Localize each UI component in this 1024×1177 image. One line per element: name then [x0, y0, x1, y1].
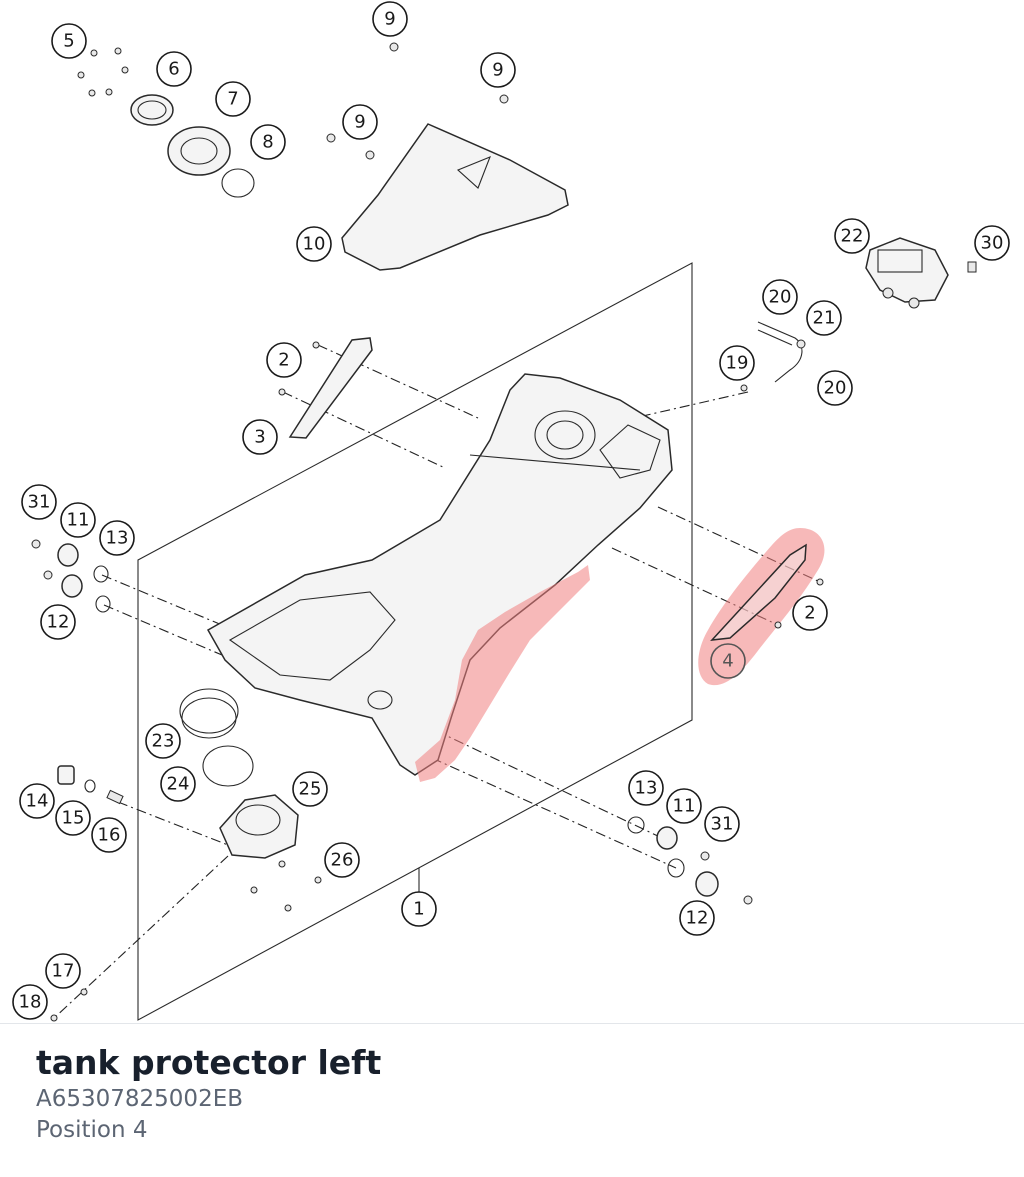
svg-text:23: 23 [152, 731, 175, 752]
callout-4[interactable]: 4 [710, 643, 746, 679]
svg-text:9: 9 [492, 60, 503, 81]
svg-text:18: 18 [19, 992, 42, 1013]
svg-text:25: 25 [299, 779, 322, 800]
callout-13[interactable]: 13 [628, 770, 664, 806]
callout-1[interactable]: 1 [401, 891, 437, 927]
svg-text:22: 22 [841, 226, 864, 247]
grommets-right [627, 816, 753, 905]
svg-text:9: 9 [384, 9, 395, 30]
callout-17[interactable]: 17 [45, 953, 81, 989]
callout-3[interactable]: 3 [242, 419, 278, 455]
svg-text:19: 19 [726, 353, 749, 374]
svg-text:17: 17 [52, 961, 75, 982]
clip-parts-17-18 [50, 988, 88, 1022]
svg-text:10: 10 [303, 234, 326, 255]
callout-12[interactable]: 12 [679, 900, 715, 936]
callout-30[interactable]: 30 [974, 225, 1010, 261]
svg-text:8: 8 [262, 132, 273, 153]
callout-9[interactable]: 9 [480, 52, 516, 88]
callout-24[interactable]: 24 [160, 766, 196, 802]
callout-7[interactable]: 7 [215, 81, 251, 117]
fuel-pump-flange [219, 794, 322, 912]
svg-text:26: 26 [331, 850, 354, 871]
sensor-housing [865, 237, 977, 309]
svg-text:13: 13 [635, 778, 658, 799]
callout-15[interactable]: 15 [55, 800, 91, 836]
gasket-rings [179, 688, 254, 787]
svg-text:12: 12 [47, 612, 70, 633]
fuel-cap-parts [77, 42, 509, 198]
svg-text:2: 2 [278, 350, 289, 371]
callout-25[interactable]: 25 [292, 771, 328, 807]
part-position: Position 4 [36, 1117, 148, 1143]
svg-text:9: 9 [354, 112, 365, 133]
callout-10[interactable]: 10 [296, 226, 332, 262]
svg-text:14: 14 [26, 791, 49, 812]
svg-text:6: 6 [168, 59, 179, 80]
callout-14[interactable]: 14 [19, 783, 55, 819]
callout-12[interactable]: 12 [40, 604, 76, 640]
svg-text:3: 3 [254, 427, 265, 448]
svg-text:15: 15 [62, 808, 85, 829]
callout-20[interactable]: 20 [762, 279, 798, 315]
highlight-on-tank [415, 565, 590, 782]
part-title: tank protector left [36, 1043, 382, 1082]
callout-11[interactable]: 11 [666, 788, 702, 824]
svg-text:11: 11 [67, 510, 90, 531]
svg-text:16: 16 [98, 825, 121, 846]
svg-text:5: 5 [63, 31, 74, 52]
callout-22[interactable]: 22 [834, 218, 870, 254]
svg-text:20: 20 [769, 287, 792, 308]
svg-text:21: 21 [813, 308, 836, 329]
callout-19[interactable]: 19 [719, 345, 755, 381]
callout-18[interactable]: 18 [12, 984, 48, 1020]
svg-text:7: 7 [227, 89, 238, 110]
fuel-tank [206, 373, 673, 776]
callout-9[interactable]: 9 [342, 104, 378, 140]
svg-text:13: 13 [106, 528, 129, 549]
highlighted-part-overlay [415, 528, 825, 782]
svg-text:12: 12 [686, 908, 709, 929]
assembly-frame [137, 262, 693, 1021]
callout-2[interactable]: 2 [266, 342, 302, 378]
callout-26[interactable]: 26 [324, 842, 360, 878]
callout-5[interactable]: 5 [51, 23, 87, 59]
part-number: A65307825002EB [36, 1086, 244, 1112]
svg-text:1: 1 [413, 899, 424, 920]
callout-13[interactable]: 13 [99, 520, 135, 556]
callout-31[interactable]: 31 [21, 484, 57, 520]
cover-plate [341, 123, 569, 271]
svg-text:4: 4 [722, 651, 733, 672]
callout-20[interactable]: 20 [817, 370, 853, 406]
callout-9[interactable]: 9 [372, 1, 408, 37]
svg-text:24: 24 [167, 774, 190, 795]
vent-hose [740, 321, 806, 392]
callout-2[interactable]: 2 [792, 595, 828, 631]
tank-protector-right [278, 337, 373, 439]
part-info-panel: tank protector left A65307825002EB Posit… [36, 1042, 381, 1146]
callout-21[interactable]: 21 [806, 300, 842, 336]
svg-text:20: 20 [824, 378, 847, 399]
svg-text:31: 31 [28, 492, 51, 513]
svg-text:31: 31 [711, 814, 734, 835]
svg-text:2: 2 [804, 603, 815, 624]
callout-labels: 9 5 9 6 7 9 8 10 22 30 20 21 19 20 2 3 3… [12, 1, 1010, 1020]
exploded-parts-diagram: 9 5 9 6 7 9 8 10 22 30 20 21 19 20 2 3 3… [12, 1, 1010, 1022]
divider [0, 1023, 1024, 1024]
grommets-left [31, 539, 111, 613]
callout-16[interactable]: 16 [91, 817, 127, 853]
highlight-blob [698, 528, 825, 686]
callout-8[interactable]: 8 [250, 124, 286, 160]
fitting-parts-14-16 [57, 765, 124, 805]
svg-text:30: 30 [981, 233, 1004, 254]
callout-31[interactable]: 31 [704, 806, 740, 842]
callout-11[interactable]: 11 [60, 502, 96, 538]
callout-23[interactable]: 23 [145, 723, 181, 759]
svg-text:11: 11 [673, 796, 696, 817]
callout-6[interactable]: 6 [156, 51, 192, 87]
